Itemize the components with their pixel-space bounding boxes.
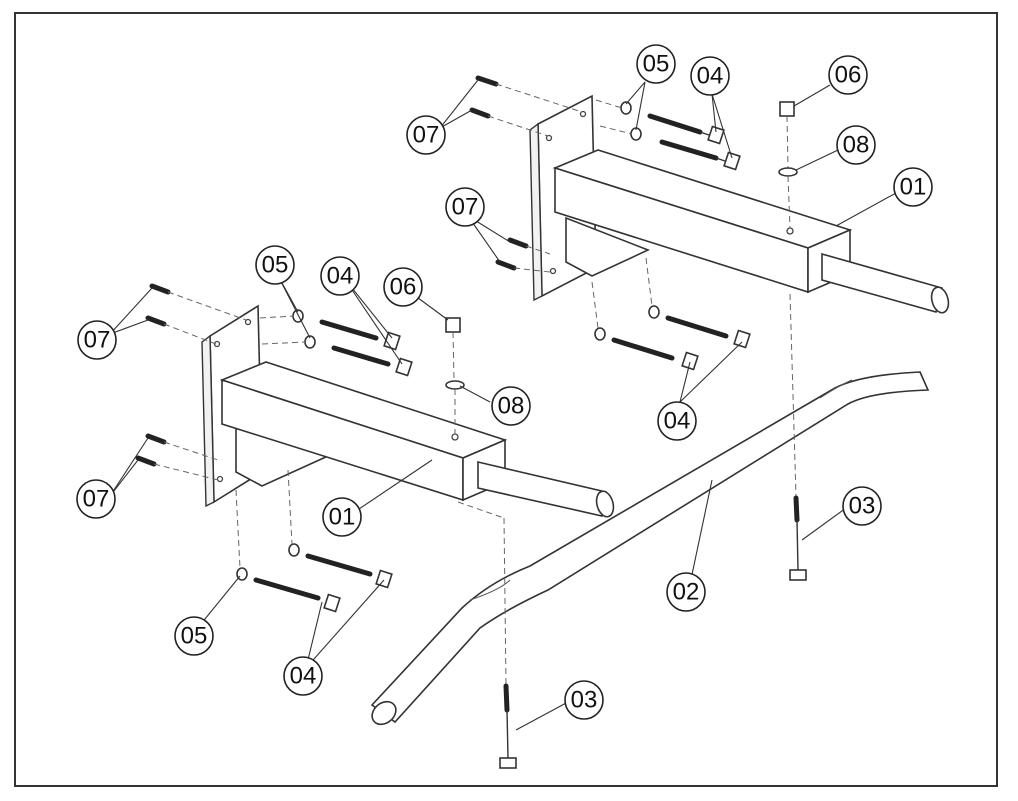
callout-label: 07 [452,194,479,221]
callout-05-lower-bottom: 05 [174,616,214,656]
callout-08-lower: 08 [491,386,531,426]
callout-label: 04 [697,63,724,90]
callout-06-lower: 06 [383,267,423,307]
anchor-screws-part-07-upper [469,75,583,273]
callout-label: 02 [673,579,700,606]
callout-label: 03 [571,687,598,714]
callout-label: 08 [498,393,525,420]
callout-03-right: 03 [842,486,882,526]
callout-label: 01 [329,504,356,531]
callout-07-upper-bottom: 07 [445,187,485,227]
bolts-part-04-upper-top [595,99,741,171]
callout-01-upper: 01 [893,167,933,207]
callout-08-upper: 08 [836,125,876,165]
callout-07-lower-top: 07 [77,320,117,360]
nut-washer-parts-06-08-lower [445,317,465,434]
callout-04-lower-top: 04 [320,256,360,296]
long-bolt-part-03-left [457,501,517,769]
callout-label: 01 [900,174,927,201]
bolts-part-04-lower-bottom [235,469,393,613]
bolts-part-04-lower-top [259,309,413,377]
callout-label: 04 [664,408,691,435]
callout-label: 04 [327,263,354,290]
callout-04-upper-top: 04 [690,56,730,96]
bracket-part-01-upper [529,94,950,314]
curved-bar-part-02 [370,371,930,726]
callout-label: 05 [262,252,289,279]
bracket-part-01-lower [201,304,615,518]
callout-02: 02 [666,572,706,612]
callout-04-upper-bottom: 04 [657,401,697,441]
callout-label: 07 [83,486,110,513]
callout-label: 06 [835,62,862,89]
callout-07-lower-bottom: 07 [76,479,116,519]
callout-06-upper: 06 [828,55,868,95]
callout-label: 06 [390,274,417,301]
callout-label: 05 [181,623,208,650]
callout-label: 05 [643,51,670,78]
anchor-screws-part-07-lower [135,283,247,481]
callout-05-lower-top: 05 [255,245,295,285]
callout-label: 08 [843,132,870,159]
callout-label: 07 [84,327,111,354]
long-bolt-part-03-right [789,293,807,581]
callout-05-upper: 05 [636,44,676,84]
callout-label: 04 [290,663,317,690]
callout-01-lower: 01 [322,497,362,537]
callout-04-lower-bottom: 04 [283,656,323,696]
callout-label: 03 [849,493,876,520]
callout-03-left: 03 [564,680,604,720]
nut-washer-parts-06-08-upper [778,101,798,229]
bolts-part-04-upper-bottom [591,257,751,371]
callout-07-upper-top: 07 [406,115,446,155]
callout-label: 07 [413,122,440,149]
